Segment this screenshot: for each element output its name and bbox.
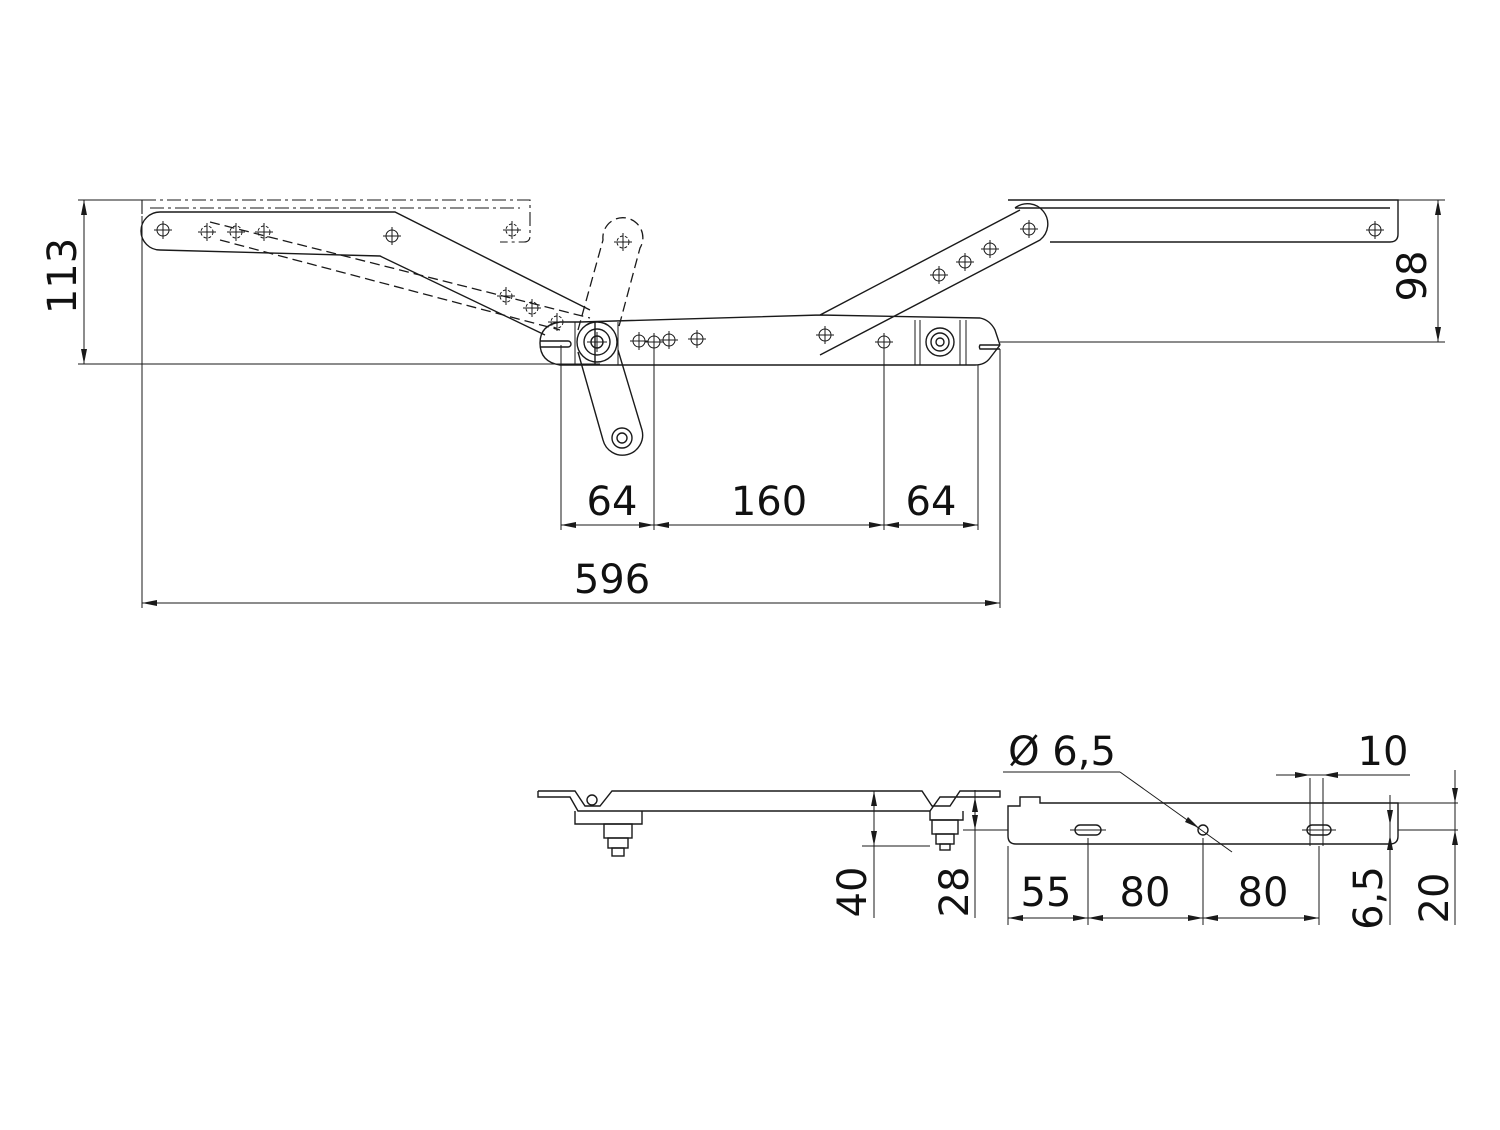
dim-65-label: 6,5 [1346, 866, 1392, 930]
hole-icon [815, 325, 835, 345]
hole-icon [980, 239, 1000, 259]
left-plate-folded [141, 199, 531, 243]
hole-icon [496, 286, 516, 306]
hole-icon [629, 331, 649, 351]
hole-icon [382, 226, 402, 246]
slot-left [1070, 824, 1106, 836]
dim-40-label: 40 [830, 867, 876, 918]
hole-icon [1019, 219, 1039, 239]
right-plate [1008, 199, 1399, 243]
dim-160-label: 160 [731, 479, 807, 525]
hole-icon [153, 220, 173, 240]
hole-icon [613, 232, 633, 252]
right-arm [819, 203, 1049, 356]
hole-icon [659, 330, 679, 350]
left-clevis [539, 321, 580, 366]
center-bar [579, 209, 1021, 366]
knurl-right [914, 320, 967, 365]
side-view: Ø 6,5 10 20 6,5 55 80 80 [537, 729, 1458, 930]
hole-icon [522, 298, 542, 318]
hole-icon [1365, 220, 1385, 240]
side-bracket [1007, 796, 1399, 845]
dim-55-label: 55 [1021, 870, 1072, 916]
center-bar-slot [978, 344, 1000, 350]
dim-28-label: 28 [932, 867, 978, 918]
hole-center [1197, 824, 1209, 836]
dim-113-label: 113 [40, 238, 86, 314]
dim-98-label: 98 [1390, 251, 1436, 302]
lower-link [577, 349, 644, 456]
right-bolt [931, 819, 959, 851]
knurl-left [574, 322, 619, 365]
dim-80b-label: 80 [1238, 870, 1289, 916]
left-pivot [576, 321, 618, 363]
left-arm-alt-position [209, 221, 591, 331]
dim-80a-label: 80 [1120, 870, 1171, 916]
side-plate-lower [574, 811, 964, 825]
slot-right [1302, 824, 1336, 836]
hole-icon [226, 222, 246, 242]
hole-icon [197, 222, 217, 242]
dim-596-label: 596 [574, 557, 650, 603]
right-pivot [925, 327, 955, 357]
lower-link-pivot [611, 427, 633, 449]
dim-64a-label: 64 [587, 479, 638, 525]
hole-icon [955, 252, 975, 272]
left-bolt [586, 794, 633, 857]
dim-dia-label: Ø 6,5 [1008, 729, 1116, 775]
hole-icon [929, 265, 949, 285]
hole-icon [502, 220, 522, 240]
hole-icon [254, 222, 274, 242]
dim-64b-label: 64 [906, 479, 957, 525]
hole-icon [874, 332, 894, 352]
dim-10-label: 10 [1358, 729, 1409, 775]
left-arm [140, 211, 591, 336]
dim-20-label: 20 [1412, 873, 1458, 924]
hole-icon [644, 332, 664, 352]
hole-icon [687, 329, 707, 349]
upper-link-alt [577, 217, 644, 331]
dia-leader [1119, 771, 1233, 853]
top-view: 113 98 64 160 64 596 [40, 199, 1445, 608]
side-plate [537, 790, 1001, 812]
